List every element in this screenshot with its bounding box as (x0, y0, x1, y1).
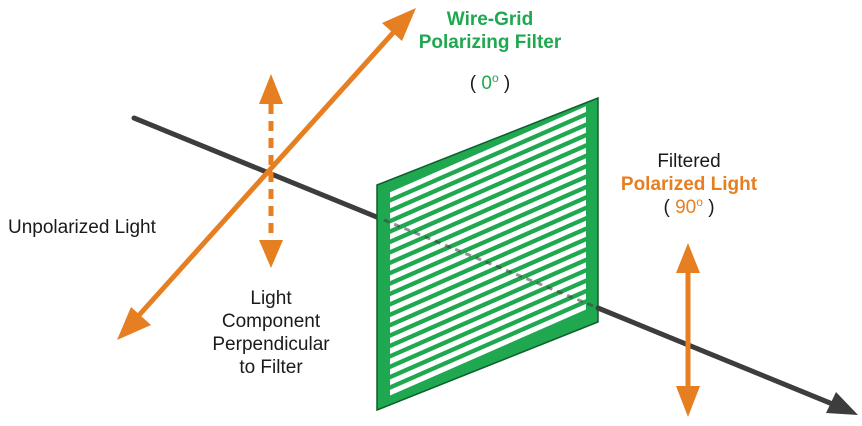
diagonal-polarization-arrow (117, 8, 416, 340)
filter-title-line2: Polarizing Filter (418, 32, 562, 53)
filter-wire-slot (390, 272, 586, 365)
filter-wire-slot (390, 189, 586, 282)
filter-title-line1: Wire-Grid (446, 9, 534, 30)
filter-wire-slot (390, 241, 586, 334)
filter-wire-slot (390, 230, 586, 324)
filter-wire-slot (390, 147, 586, 240)
filter-wire-slot (390, 116, 586, 209)
filter-wire-slot (390, 168, 586, 261)
filter-wire-slot (390, 209, 586, 303)
filter-wire-slot (390, 199, 586, 292)
filter-angle: ( 0o ) (469, 71, 511, 94)
filter-wire-slot (390, 303, 586, 396)
beam-arrowhead (826, 392, 858, 415)
filter-wire-slot (390, 220, 586, 313)
filter-wire-slot (390, 293, 586, 386)
filter-wire-slot (390, 137, 586, 230)
filter-angle-value: 0o (481, 71, 499, 94)
perpendicular-component-arrow (259, 74, 283, 268)
filtered-polarization-arrow (676, 243, 700, 417)
filtered-line1: Filtered (657, 151, 721, 172)
filtered-angle-degree: o (696, 195, 703, 209)
filter-wire-slot (390, 282, 586, 376)
filtered-line2: Polarized Light (620, 174, 758, 195)
wire-grid-filter (376, 96, 599, 412)
light-beam-incoming (131, 115, 387, 223)
light-beam-outgoing (595, 305, 833, 406)
filter-wire-slot (390, 178, 586, 272)
filter-wire-slot (390, 105, 586, 199)
unpolarized-light-label: Unpolarized Light (8, 217, 156, 238)
filtered-angle-value: 90o (675, 195, 703, 218)
filter-wire-slot (390, 261, 586, 355)
filter-wire-slots (390, 105, 586, 396)
perpendicular-component-label: Light Component Perpendicular to Filter (212, 288, 330, 378)
filter-wire-slot (390, 157, 586, 251)
filter-angle-degree: o (491, 71, 499, 85)
light-beam-through-filter (383, 218, 599, 310)
filter-wire-slot (390, 126, 586, 220)
filter-wire-slot (390, 251, 586, 344)
filtered-light-label: Filtered Polarized Light ( 90o ) (604, 150, 774, 219)
filtered-angle: ( 90o ) (663, 195, 715, 218)
filter-title: Wire-Grid Polarizing Filter (405, 8, 575, 54)
